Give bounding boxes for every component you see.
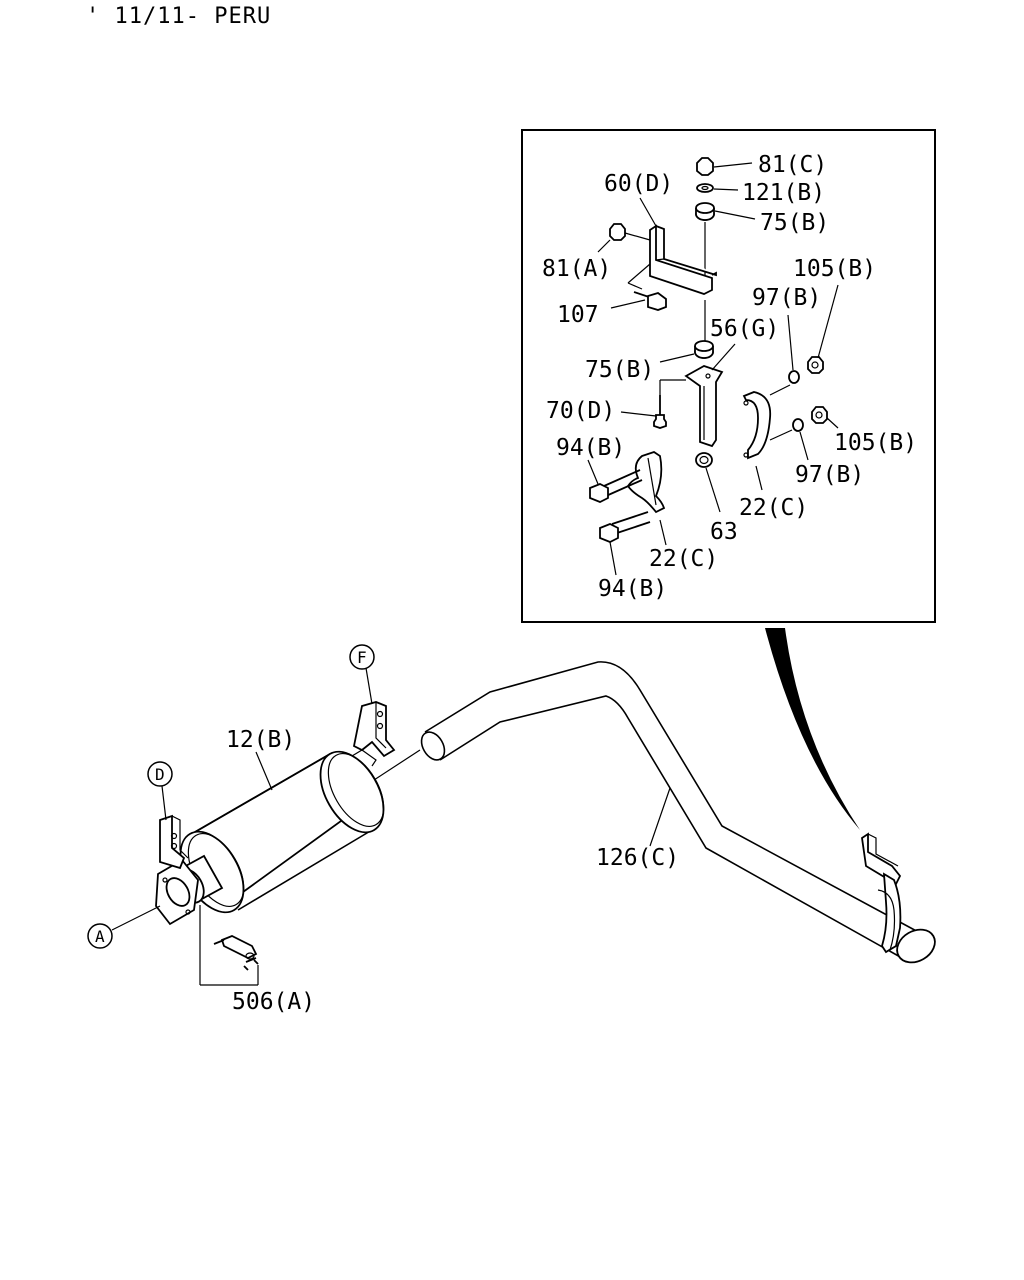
detail-inset-frame [521, 129, 936, 623]
inset-callout-wedge [765, 628, 860, 830]
label-121b: 121(B) [742, 180, 825, 206]
label-94b-top: 94(B) [556, 435, 625, 461]
label-105b-top: 105(B) [793, 256, 876, 282]
label-97b-mid: 97(B) [795, 462, 864, 488]
inset-parts [587, 157, 839, 576]
leader-d [161, 785, 167, 821]
label-126c: 126(C) [596, 845, 679, 871]
muffler-12b [155, 701, 396, 926]
label-107: 107 [557, 302, 599, 328]
leader-12b [255, 751, 273, 791]
ref-circle-d: D [147, 761, 173, 787]
ref-circle-a: A [87, 923, 113, 949]
label-81a: 81(A) [542, 256, 611, 282]
label-22c-right: 22(C) [739, 495, 808, 521]
ref-circle-f: F [349, 644, 375, 670]
svg-text:A: A [95, 927, 105, 946]
label-63: 63 [710, 519, 738, 545]
label-75b-top: 75(B) [760, 210, 829, 236]
label-105b-mid: 105(B) [834, 430, 917, 456]
label-75b-mid: 75(B) [585, 357, 654, 383]
svg-text:F: F [357, 648, 367, 667]
exhaust-pipe-126c [420, 661, 936, 964]
joint-line [373, 749, 421, 781]
svg-text:D: D [155, 765, 165, 784]
diagram-header: ' 11/11- PERU [86, 4, 272, 29]
gasket-506a [199, 905, 259, 986]
label-60d: 60(D) [604, 171, 673, 197]
label-97b-top: 97(B) [752, 285, 821, 311]
label-506a: 506(A) [232, 989, 315, 1015]
label-56g: 56(G) [710, 316, 779, 342]
label-81c: 81(C) [758, 152, 827, 178]
label-94b-bottom: 94(B) [598, 576, 667, 602]
label-70d: 70(D) [546, 398, 615, 424]
leader-126c [649, 787, 671, 847]
label-12b: 12(B) [226, 727, 295, 753]
label-22c-left: 22(C) [649, 546, 718, 572]
leader-a [111, 905, 161, 931]
leader-f [365, 667, 373, 705]
